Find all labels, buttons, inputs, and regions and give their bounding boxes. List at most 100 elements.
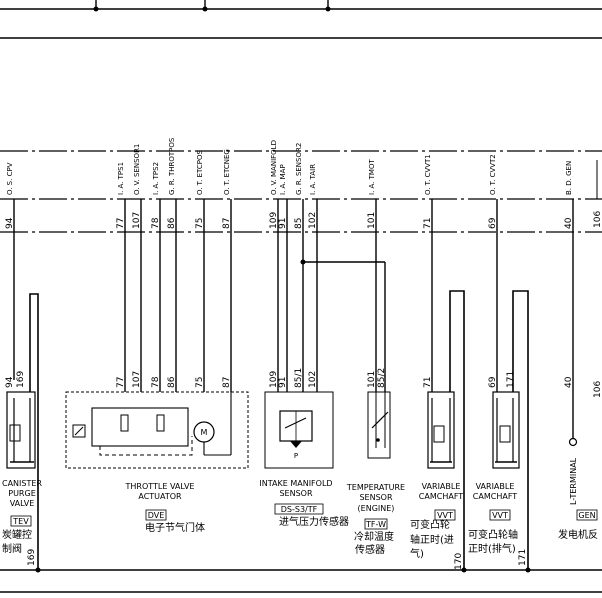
pin-mid-throt: 86 xyxy=(167,376,177,388)
pin-top-tmot: 101 xyxy=(367,212,377,229)
pin-top-sens2: 85 xyxy=(294,218,304,229)
svg-text:(ENGINE): (ENGINE) xyxy=(358,504,395,513)
pin-mid-man: 109 xyxy=(269,371,279,388)
generator-l-terminal: L-TERMINAL GEN 发电机反 xyxy=(558,437,598,541)
pin-right-106-top: 106 xyxy=(593,211,602,228)
signal-name-map: I. A. MAP xyxy=(279,164,287,195)
svg-text:可变凸轮: 可变凸轮 xyxy=(410,518,450,531)
pin-mid-cvvt1: 71 xyxy=(423,377,433,388)
pin-mid-etcn: 87 xyxy=(222,377,232,388)
svg-text:VVT: VVT xyxy=(437,511,453,520)
svg-text:TEMPERATURE: TEMPERATURE xyxy=(346,483,405,492)
vvt-intake: VARIABLE CAMCHAFT VVT 可变凸轮 轴正时(进 气) xyxy=(410,391,463,560)
pin-top-sens1: 107 xyxy=(132,212,142,229)
vvt-exhaust: VARIABLE CAMCHAFT VVT 可变凸轮轴 正时(排气) xyxy=(468,391,520,555)
svg-text:冷却温度: 冷却温度 xyxy=(354,530,394,543)
canister-purge-valve: CANISTER PURGE VALVE TEV 炭罐控 制阀 xyxy=(2,391,42,555)
signal-name-etcp: O. T. ETCPOS xyxy=(196,150,204,195)
top-bus-dots xyxy=(93,6,331,12)
pin-bottom-169: 169 xyxy=(27,549,37,566)
pin-top-man: 109 xyxy=(269,212,279,229)
svg-text:VVT: VVT xyxy=(492,511,508,520)
svg-text:VARIABLE: VARIABLE xyxy=(476,482,515,491)
svg-text:P: P xyxy=(294,452,298,460)
pin-mid-tps1: 77 xyxy=(116,377,126,388)
pin-top-etcp: 75 xyxy=(195,218,205,229)
pin-top-map: 91 xyxy=(278,218,288,229)
ecu-connector-lines xyxy=(0,150,602,233)
pin-mid-tair: 102 xyxy=(308,371,318,388)
svg-text:DVE: DVE xyxy=(148,511,165,520)
svg-text:CANISTER: CANISTER xyxy=(2,479,42,488)
intake-manifold-sensor: P INTAKE MANIFOLD SENSOR DS-S3/TF 进气压力传感… xyxy=(259,391,349,528)
pin-left-169: 169 xyxy=(16,371,26,388)
pin-mid-map: 91 xyxy=(278,377,288,388)
svg-text:TF-W: TF-W xyxy=(365,520,386,529)
svg-text:传感器: 传感器 xyxy=(355,543,385,556)
svg-text:DS-S3/TF: DS-S3/TF xyxy=(281,505,318,514)
signal-wires xyxy=(13,199,574,440)
pin-bottom-171: 171 xyxy=(518,549,528,566)
svg-text:SENSOR: SENSOR xyxy=(279,489,312,498)
pin-mid-tps2: 78 xyxy=(151,376,161,388)
svg-text:正时(排气): 正时(排气) xyxy=(468,542,516,555)
pin-top-throt: 86 xyxy=(167,217,177,229)
svg-text:CAMCHAFT: CAMCHAFT xyxy=(419,492,463,501)
svg-text:PURGE: PURGE xyxy=(8,489,36,498)
top-bus xyxy=(0,0,602,39)
temperature-sensor: TEMPERATURE SENSOR (ENGINE) TF-W 冷却温度 传感… xyxy=(346,391,405,556)
pin-mid-cpv: 94 xyxy=(5,376,15,388)
signal-name-sens2: G. R. SENSOR2 xyxy=(295,143,303,195)
pin-top-cvvt1: 71 xyxy=(423,218,433,229)
pin-mid-sens2: 85/1 xyxy=(294,368,304,388)
return-loops xyxy=(29,290,529,572)
signal-name-throt: G. R. THROTPOS xyxy=(168,137,176,195)
bottom-bus-dots xyxy=(35,567,531,573)
pin-top-etcn: 87 xyxy=(222,218,232,229)
pin-mid-gen: 40 xyxy=(564,376,574,388)
pin-mid-sens1: 107 xyxy=(132,371,142,388)
pin-top-cpv: 94 xyxy=(5,217,15,229)
svg-text:轴正时(进: 轴正时(进 xyxy=(410,533,454,546)
svg-text:制阀: 制阀 xyxy=(2,542,22,555)
signal-name-tmot: I. A. TMOT xyxy=(368,159,376,195)
pin-top-tair: 102 xyxy=(308,212,318,229)
svg-text:THROTTLE VALVE: THROTTLE VALVE xyxy=(125,482,195,491)
signal-name-man: O. V. MANIFOLD xyxy=(270,140,278,195)
signal-name-sens1: O. V. SENSOR1 xyxy=(133,144,141,195)
pin-mid-cvvt2: 69 xyxy=(488,376,498,388)
signal-name-tair: I. A. TAIR xyxy=(309,164,317,195)
pin-right-106-mid: 106 xyxy=(593,381,602,398)
svg-text:VARIABLE: VARIABLE xyxy=(422,482,461,491)
bottom-bus xyxy=(0,569,602,593)
svg-text:GEN: GEN xyxy=(578,511,595,520)
pin-mid-etcp: 75 xyxy=(195,377,205,388)
svg-text:M: M xyxy=(201,428,208,437)
signal-name-gen: B. D. GEN xyxy=(565,161,573,195)
signal-name-cpv: O. S. CPV xyxy=(6,162,14,195)
pin-top-tps2: 78 xyxy=(151,217,161,229)
svg-text:SENSOR: SENSOR xyxy=(359,493,392,502)
svg-text:可变凸轮轴: 可变凸轮轴 xyxy=(468,528,518,541)
svg-text:VALVE: VALVE xyxy=(10,499,35,508)
throttle-valve-actuator: M THROTTLE VALVE ACTUATOR DVE 电子节气门体 xyxy=(65,391,249,534)
signal-name-tps2: I. A. TPS2 xyxy=(152,162,160,195)
svg-text:电子节气门体: 电子节气门体 xyxy=(145,521,205,534)
svg-text:TEV: TEV xyxy=(12,517,29,526)
pin-top-tps1: 77 xyxy=(116,218,126,229)
svg-text:INTAKE MANIFOLD: INTAKE MANIFOLD xyxy=(259,479,332,488)
svg-text:进气压力传感器: 进气压力传感器 xyxy=(279,515,349,528)
svg-text:CAMCHAFT: CAMCHAFT xyxy=(473,492,517,501)
svg-text:发电机反: 发电机反 xyxy=(558,528,598,541)
signal-name-tps1: I. A. TPS1 xyxy=(117,162,125,195)
signal-names: O. S. CPV I. A. TPS1 O. V. SENSOR1 I. A. TP… xyxy=(6,137,573,195)
splice-dot xyxy=(300,259,306,265)
svg-text:炭罐控: 炭罐控 xyxy=(2,528,32,541)
pin-top-cvvt2: 69 xyxy=(488,217,498,229)
svg-text:气): 气) xyxy=(410,547,424,560)
pin-tmot-85-2: 85/2 xyxy=(377,368,387,388)
svg-text:ACTUATOR: ACTUATOR xyxy=(138,492,182,501)
